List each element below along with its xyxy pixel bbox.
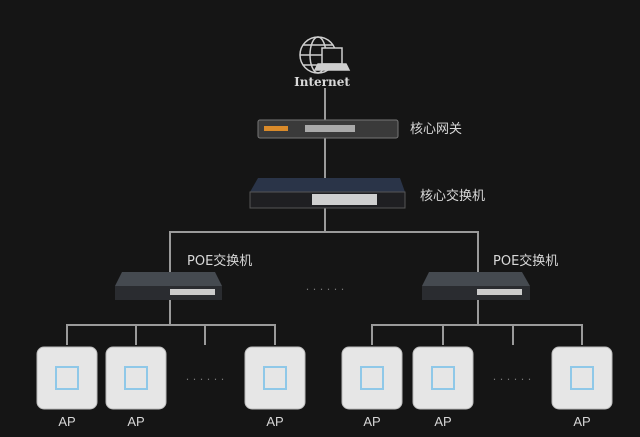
ap-device <box>412 346 474 410</box>
core-gateway: 核心网关 <box>257 119 462 139</box>
internet-label: Internet <box>294 75 350 89</box>
access-point: AP <box>551 346 613 429</box>
poe-switch-label: POE交换机 <box>187 253 252 269</box>
ap-led-ring <box>55 366 79 390</box>
core-switch: 核心交换机 <box>249 178 485 209</box>
access-point: AP <box>244 346 306 429</box>
access-point: AP <box>36 346 98 429</box>
ap-device <box>551 346 613 410</box>
access-point: AP <box>105 346 167 429</box>
ap-led-ring <box>263 366 287 390</box>
gateway-label: 核心网关 <box>410 122 462 137</box>
core-switch-label: 核心交换机 <box>420 188 485 204</box>
ap-led-ring <box>431 366 455 390</box>
ellipsis-aps-left: · · · · · · <box>186 373 224 386</box>
ap-led-ring <box>360 366 384 390</box>
internet-node: Internet <box>294 36 351 89</box>
connection-lines <box>66 88 583 345</box>
poe-switch-right: POE交换机 <box>422 253 558 300</box>
ap-led-ring <box>570 366 594 390</box>
access-point: AP <box>341 346 403 429</box>
ap-device <box>244 346 306 410</box>
ap-label: AP <box>363 414 380 429</box>
ap-led-ring <box>124 366 148 390</box>
ap-device <box>36 346 98 410</box>
globe-laptop-icon <box>299 36 351 74</box>
ap-label: AP <box>573 414 590 429</box>
ellipsis-switches: · · · · · · <box>306 283 344 296</box>
ap-label: AP <box>266 414 283 429</box>
ap-label: AP <box>127 414 144 429</box>
ap-device <box>341 346 403 410</box>
poe-switch-left: POE交换机 <box>115 253 252 300</box>
access-point: AP <box>412 346 474 429</box>
poe-switch-label: POE交换机 <box>493 253 558 269</box>
ap-label: AP <box>58 414 75 429</box>
ap-label: AP <box>434 414 451 429</box>
ap-device <box>105 346 167 410</box>
ellipsis-aps-right: · · · · · · <box>493 373 531 386</box>
